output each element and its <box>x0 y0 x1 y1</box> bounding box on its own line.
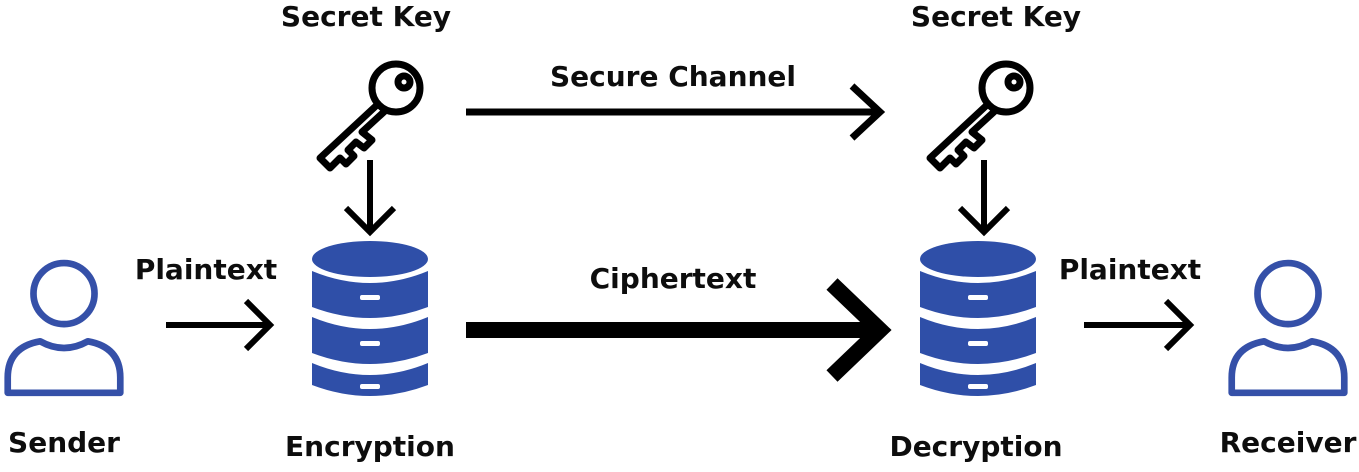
receiver-user-icon <box>1232 263 1345 393</box>
key-to-decryption-arrow <box>957 160 1011 237</box>
ciphertext-label: Ciphertext <box>590 262 757 295</box>
sender-label: Sender <box>8 426 120 459</box>
decryption-label: Decryption <box>889 430 1062 463</box>
encryption-label: Encryption <box>285 430 455 463</box>
ciphertext-arrow <box>466 278 892 382</box>
key-icon-right <box>930 64 1030 168</box>
secure-channel-arrow <box>466 83 886 141</box>
plaintext-label-left: Plaintext <box>135 253 277 286</box>
key-icon-left <box>320 64 420 168</box>
plaintext-arrow-left <box>166 298 275 352</box>
secret-key-label-right: Secret Key <box>911 0 1081 33</box>
secret-key-label-left: Secret Key <box>281 0 451 33</box>
decryption-database-icon <box>920 241 1036 396</box>
encryption-database-icon <box>312 241 428 396</box>
sender-user-icon <box>8 263 121 393</box>
plaintext-arrow-right <box>1084 298 1195 352</box>
receiver-label: Receiver <box>1220 426 1357 459</box>
key-to-encryption-arrow <box>343 160 397 237</box>
plaintext-label-right: Plaintext <box>1059 253 1201 286</box>
secure-channel-label: Secure Channel <box>550 60 796 93</box>
